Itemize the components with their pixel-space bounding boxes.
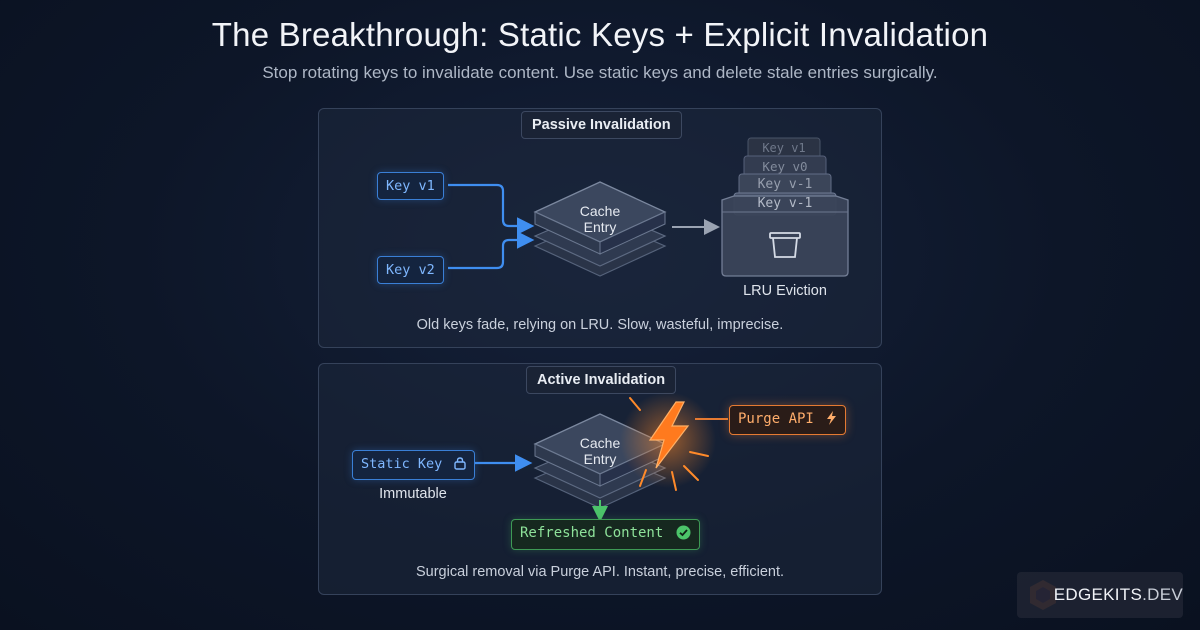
brand-name-tld: .DEV (1142, 585, 1183, 604)
arrow-key-v2-to-cache (448, 231, 535, 270)
check-circle-icon (676, 525, 691, 544)
active-panel-label: Active Invalidation (526, 366, 677, 394)
active-cache-line1: Cache (579, 435, 621, 451)
refreshed-content-label: Refreshed Content (520, 525, 664, 541)
active-cache-line2: Entry (583, 451, 617, 467)
lru-eviction-label: LRU Eviction (743, 283, 827, 299)
stack-key-1: Key v1 (762, 141, 806, 155)
static-key-label: Static Key (361, 456, 443, 472)
brand-name: EDGEKITS.DEV (1054, 585, 1183, 605)
page-title: The Breakthrough: Static Keys + Explicit… (211, 16, 989, 53)
immutable-label: Immutable (379, 486, 447, 502)
passive-panel-label: Passive Invalidation (521, 111, 682, 139)
passive-cache-label: Cache Entry (570, 203, 630, 235)
stack-key-4: Key v-1 (757, 196, 813, 211)
bolt-icon (826, 411, 837, 429)
brand-name-main: EDGEKITS (1053, 585, 1143, 604)
arrow-key-v1-to-cache (448, 183, 535, 235)
brand-badge: EDGEKITS.DEV (1017, 572, 1183, 618)
static-key-box: Static Key (352, 450, 476, 480)
passive-cache-entry-icon (533, 181, 667, 277)
page-subtitle: Stop rotating keys to invalidate content… (262, 63, 938, 82)
lightning-icon (648, 401, 690, 469)
impact-rays (629, 397, 709, 491)
active-cache-label: Cache Entry (570, 435, 630, 467)
passive-caption: Old keys fade, relying on LRU. Slow, was… (416, 317, 784, 333)
trash-icon (769, 232, 801, 258)
lru-bin-icon (721, 137, 849, 277)
active-caption: Surgical removal via Purge API. Instant,… (415, 564, 785, 580)
stack-key-2: Key v0 (762, 159, 808, 174)
key-v1-box: Key v1 (377, 172, 444, 200)
lock-icon (454, 457, 467, 474)
purge-api-box: Purge API (729, 405, 847, 435)
key-v2-box: Key v2 (377, 256, 444, 284)
stack-key-3: Key v-1 (757, 177, 813, 192)
refreshed-content-box: Refreshed Content (511, 519, 700, 550)
passive-cache-line2: Entry (583, 219, 617, 235)
purge-api-label: Purge API (738, 411, 814, 427)
passive-cache-line1: Cache (579, 203, 621, 219)
